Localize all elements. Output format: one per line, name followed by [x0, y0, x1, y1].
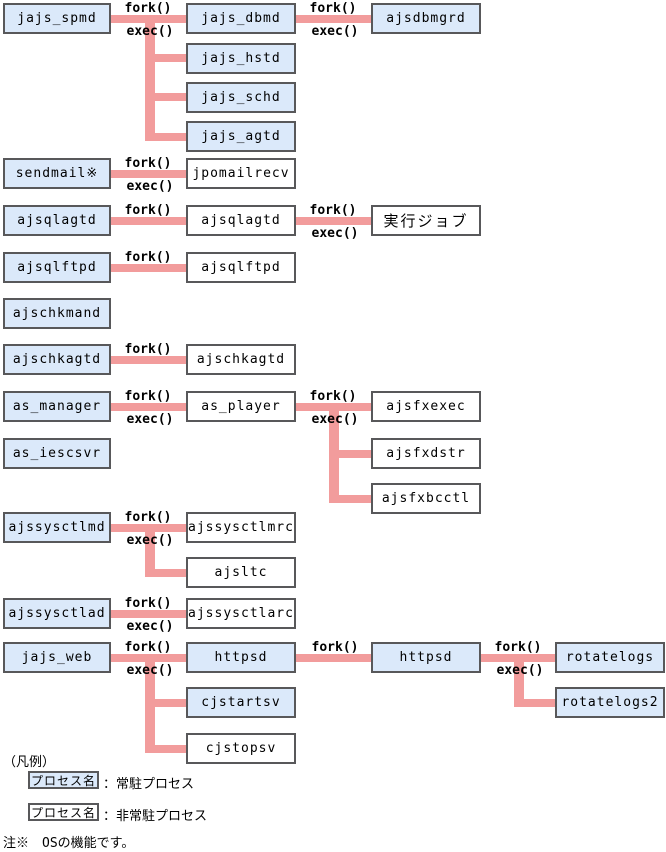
- link-sendmail-jpomailrecv: [111, 170, 186, 178]
- process-box-ajsfxexec: ajsfxexec: [371, 391, 481, 422]
- process-box-ajssysctlmrc: ajssysctlmrc: [186, 512, 296, 543]
- exec-label: exec(): [496, 663, 544, 678]
- stub-ajsfxbcctl: [339, 495, 371, 503]
- process-box-as_iescsvr: as_iescsvr: [3, 438, 111, 469]
- stub-cjstopsv: [145, 745, 186, 753]
- fork-label: fork(): [124, 156, 172, 171]
- fork-label: fork(): [309, 389, 357, 404]
- process-box-ajssysctlarc: ajssysctlarc: [186, 598, 296, 629]
- stub-rotatelogs2: [524, 699, 555, 707]
- stub-jajs_schd: [145, 93, 186, 101]
- process-box-httpsd-2: httpsd: [371, 642, 481, 673]
- process-box-httpsd-1: httpsd: [186, 642, 296, 673]
- process-box-ajsqlagtd-d: ajsqlagtd: [3, 205, 111, 236]
- process-box-cjstopsv: cjstopsv: [186, 733, 296, 764]
- link-ajsqlagtd-execjob: [296, 217, 371, 225]
- exec-label: exec(): [126, 179, 174, 194]
- link-ajssysctlad-arc: [111, 610, 186, 618]
- exec-label: exec(): [126, 533, 174, 548]
- legend-resident-box: プロセス名: [28, 771, 99, 789]
- link-jajs_dbmd-ajsdbmgrd: [296, 15, 371, 23]
- fork-label: fork(): [494, 640, 542, 655]
- fork-label: fork(): [124, 640, 172, 655]
- fork-label: fork(): [124, 389, 172, 404]
- process-box-ajschkagtd-d: ajschkagtd: [3, 344, 111, 375]
- fork-label: fork(): [124, 1, 172, 16]
- legend-resident-desc: ：常駐プロセス: [103, 777, 195, 792]
- fork-label: fork(): [311, 640, 359, 655]
- link-ajschkagtd-ajschkagtd: [111, 356, 186, 364]
- process-box-ajssysctlmd: ajssysctlmd: [3, 512, 111, 543]
- stub-jajs_hstd: [145, 54, 186, 62]
- process-box-exec-job: 実行ジョブ: [371, 205, 481, 236]
- process-box-as_player: as_player: [186, 391, 296, 422]
- process-box-jajs_hstd: jajs_hstd: [186, 43, 296, 74]
- stub-jajs_agtd: [145, 133, 186, 141]
- fork-label: fork(): [124, 203, 172, 218]
- exec-label: exec(): [126, 619, 174, 634]
- process-box-ajssysctlad: ajssysctlad: [3, 598, 111, 629]
- link-ajsqlftpd-ajsqlftpd: [111, 264, 186, 272]
- process-box-ajschkagtd-c: ajschkagtd: [186, 344, 296, 375]
- process-box-ajsfxdstr: ajsfxdstr: [371, 438, 481, 469]
- legend-transient-desc: ：非常駐プロセス: [103, 809, 208, 824]
- fork-label: fork(): [124, 510, 172, 525]
- legend-transient-box: プロセス名: [28, 803, 99, 821]
- trunk-jajs_spmd: [145, 15, 155, 141]
- trunk-ajssysctlmd: [145, 524, 155, 577]
- process-box-ajsqlftpd-d: ajsqlftpd: [3, 252, 111, 283]
- fork-label: fork(): [124, 342, 172, 357]
- link-as_manager-as_player: [111, 403, 186, 411]
- process-box-ajschkmand: ajschkmand: [3, 298, 111, 329]
- process-box-sendmail: sendmail※: [3, 158, 111, 189]
- process-box-rotatelogs2: rotatelogs2: [555, 687, 665, 718]
- exec-label: exec(): [311, 412, 359, 427]
- process-box-jajs_dbmd: jajs_dbmd: [186, 3, 296, 34]
- process-box-ajsltc: ajsltc: [186, 557, 296, 588]
- process-box-jajs_schd: jajs_schd: [186, 82, 296, 113]
- trunk-as_player: [329, 403, 339, 503]
- exec-label: exec(): [126, 412, 174, 427]
- process-box-ajsfxbcctl: ajsfxbcctl: [371, 483, 481, 514]
- legend-title: （凡例）: [3, 755, 56, 770]
- link-ajsqlagtd-ajsqlagtd: [111, 217, 186, 225]
- process-box-cjstartsv: cjstartsv: [186, 687, 296, 718]
- fork-label: fork(): [309, 1, 357, 16]
- trunk-httpsd2: [514, 654, 524, 707]
- stub-ajsltc: [145, 569, 186, 577]
- process-box-jpomailrecv: jpomailrecv: [186, 158, 296, 189]
- link-httpsd-httpsd: [296, 654, 371, 662]
- fork-label: fork(): [309, 203, 357, 218]
- exec-label: exec(): [311, 24, 359, 39]
- fork-label: fork(): [124, 596, 172, 611]
- process-box-jajs_spmd: jajs_spmd: [3, 3, 111, 34]
- stub-ajsfxdstr: [339, 450, 371, 458]
- process-box-jajs_web: jajs_web: [3, 642, 111, 673]
- process-box-ajsdbmgrd: ajsdbmgrd: [371, 3, 481, 34]
- stub-cjstartsv: [145, 699, 186, 707]
- exec-label: exec(): [126, 663, 174, 678]
- fork-label: fork(): [124, 250, 172, 265]
- process-box-rotatelogs: rotatelogs: [555, 642, 665, 673]
- process-box-jajs_agtd: jajs_agtd: [186, 121, 296, 152]
- process-box-as_manager: as_manager: [3, 391, 111, 422]
- exec-label: exec(): [126, 24, 174, 39]
- footnote: 注※ OSの機能です。: [3, 836, 135, 851]
- process-box-ajsqlftpd-c: ajsqlftpd: [186, 252, 296, 283]
- exec-label: exec(): [311, 226, 359, 241]
- process-box-ajsqlagtd-c: ajsqlagtd: [186, 205, 296, 236]
